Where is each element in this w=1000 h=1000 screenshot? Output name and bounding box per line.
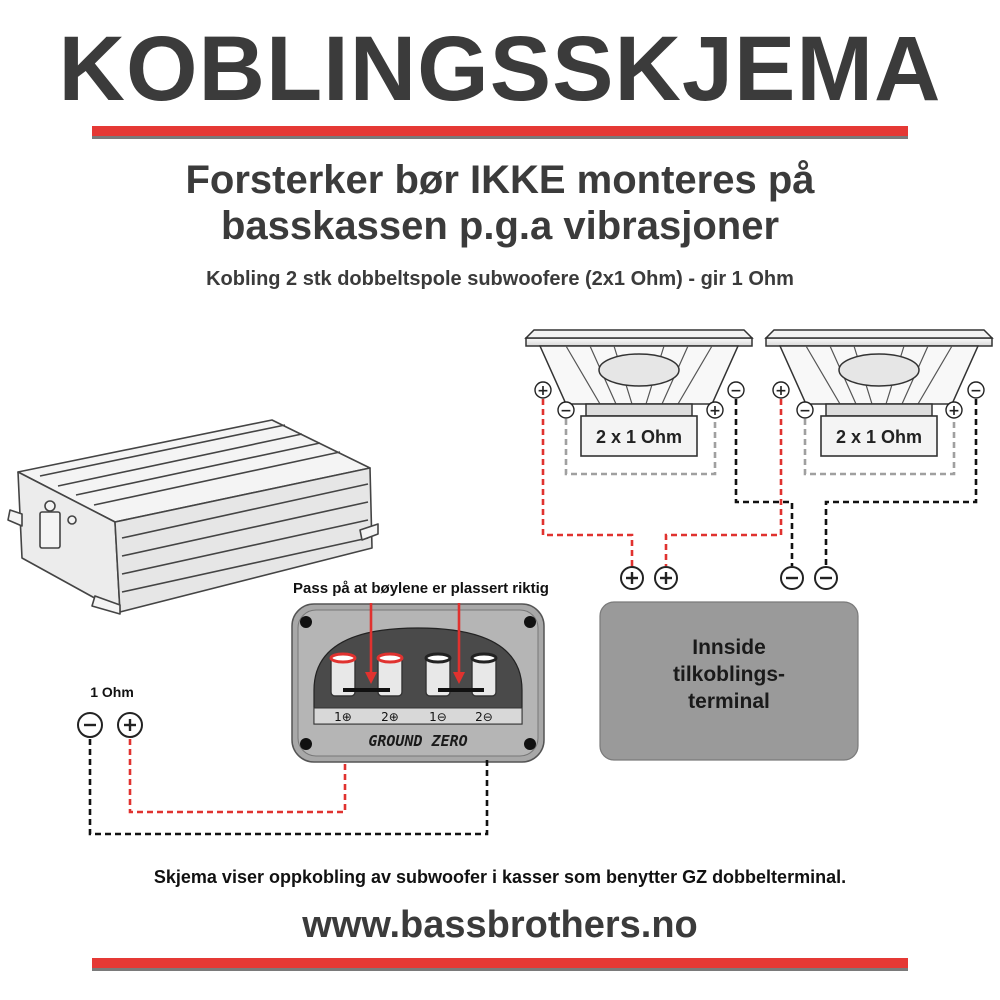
title-underline [92,126,908,139]
sub2-plus-right-terminal: + [945,401,963,419]
amp-output-plus-icon [117,712,143,738]
sub2-positive-wire [664,399,783,566]
inside-terminal-box [599,601,859,761]
svg-text:−: − [730,383,742,399]
gz-post-1-plus [329,652,357,697]
footer-note: Skjema viser oppkobling av subwoofer i k… [153,867,847,887]
amplifier [7,419,379,615]
gz-post-label-3: 1⊖ [429,710,447,724]
sub1-plus-left-terminal: + [534,381,552,399]
amp-positive-wire [128,739,347,814]
svg-text:−: − [970,383,982,399]
sub1-minus-right-terminal: − [727,381,745,399]
inside-terminal-plus-2-icon [654,566,678,590]
sub2-impedance-label: 2 x 1 Ohm [836,427,922,447]
inside-terminal-line-2: tilkoblings- [673,663,785,686]
sub1-plus-right-terminal: + [706,401,724,419]
svg-text:+: + [709,403,721,419]
sub1-impedance-label: 2 x 1 Ohm [596,427,682,447]
jumper-arrow-1 [365,603,377,684]
svg-text:−: − [799,403,811,419]
sub2-plus-left-terminal: + [772,381,790,399]
gz-post-label-4: 2⊖ [475,710,493,724]
sub2-negative-wire [824,399,978,566]
amp-negative-wire [88,739,489,836]
subwoofer-2: + − + − [764,329,994,457]
svg-text:−: − [560,403,572,419]
sub2-minus-left-terminal: − [796,401,814,419]
gz-post-label-1: 1⊕ [334,710,352,724]
page-title: KOBLINGSSKJEMA [58,18,942,120]
wiring-diagram: + − + − 2 x 1 Ohm + − + − 2 x 1 Ohm Inns… [7,329,994,836]
gz-brand-logo: GROUND ZERO [368,732,467,750]
svg-text:+: + [948,403,960,419]
amp-output-minus-icon [77,712,103,738]
subtitle-line-2: basskassen p.g.a vibrasjoner [220,204,780,248]
subtitle-line-1: Forsterker bør IKKE monteres på [185,158,815,202]
footer-underline [92,958,908,971]
subwoofer-1: + − + − [524,329,754,457]
inside-terminal-minus-2-icon [814,566,838,590]
gz-post-label-2: 2⊕ [381,710,399,724]
description: Kobling 2 stk dobbeltspole subwoofere (2… [206,268,794,290]
jumper-arrow-2 [453,603,465,684]
gz-post-2-plus [376,652,404,697]
jumper-note: Pass på at bøylene er plassert riktig [293,580,549,597]
sub2-minus-right-terminal: − [967,381,985,399]
gz-post-1-minus [424,652,452,697]
sub1-minus-left-terminal: − [557,401,575,419]
svg-text:+: + [775,383,787,399]
inside-terminal-line-3: terminal [688,690,770,713]
sub1-coil-bridge-wire [564,419,717,476]
sub1-negative-wire [734,399,794,566]
inside-terminal-line-1: Innside [692,636,766,659]
inside-terminal-minus-1-icon [780,566,804,590]
amp-wires [88,739,489,836]
svg-text:+: + [537,383,549,399]
gz-dual-terminal [291,603,545,763]
inside-terminal-plus-1-icon [620,566,644,590]
speaker-wires [541,399,978,566]
subtitle: Forsterker bør IKKE monteres på basskass… [0,157,1000,249]
gz-post-2-minus [470,652,498,697]
sub2-coil-bridge-wire [803,419,956,476]
website-link[interactable]: www.bassbrothers.no [302,904,698,946]
sub1-positive-wire [541,399,634,566]
amp-output-impedance: 1 Ohm [90,684,134,700]
